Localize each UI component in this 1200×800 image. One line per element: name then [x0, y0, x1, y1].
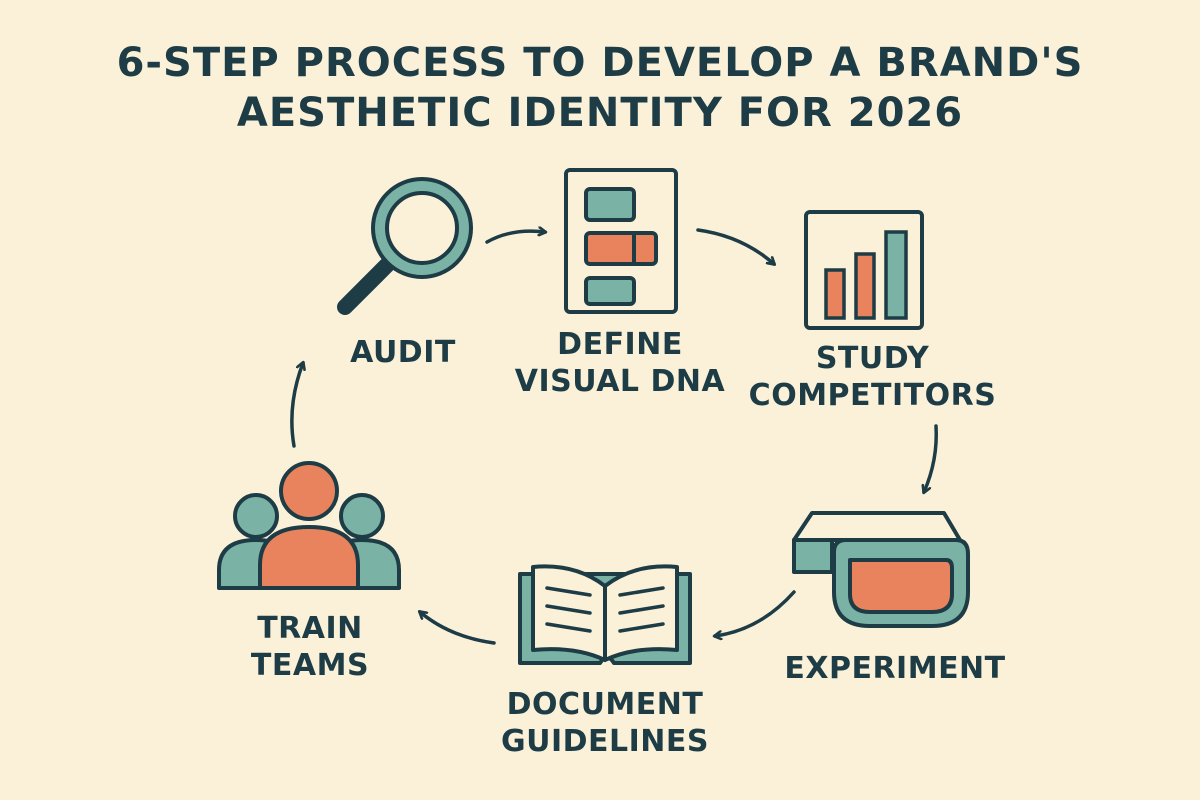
arrow-train-to-audit: [290, 363, 303, 448]
open-book-icon: [518, 564, 692, 665]
page-title: 6-STEP PROCESS TO DEVELOP A BRAND'S AEST…: [0, 38, 1200, 138]
step-label-line: STUDY: [815, 341, 930, 376]
step-label-line: GUIDELINES: [500, 724, 710, 759]
step-label-line: EXPERIMENT: [784, 651, 1006, 686]
arrow-document-to-train: [420, 612, 496, 645]
arrow-audit-to-define: [485, 231, 545, 244]
arrow-define-to-study: [696, 228, 774, 264]
step-label-line: COMPETITORS: [748, 378, 997, 413]
step-label-experiment: EXPERIMENT: [780, 650, 1010, 687]
step-label-document-guidelines: DOCUMENT GUIDELINES: [480, 686, 730, 760]
title-line-1: 6-STEP PROCESS TO DEVELOP A BRAND'S: [116, 40, 1084, 86]
step-label-line: TEAMS: [250, 648, 370, 683]
step-label-line: DOCUMENT: [506, 687, 704, 722]
step-label-line: DEFINE: [557, 327, 683, 362]
magnifying-glass-icon: [337, 177, 473, 315]
vr-headset-icon: [792, 511, 970, 628]
arrow-study-to-experiment: [924, 424, 938, 492]
step-label-define-visual-dna: DEFINE VISUAL DNA: [500, 326, 740, 400]
document-blocks-icon: [564, 168, 678, 314]
arrow-experiment-to-document: [715, 590, 796, 636]
step-label-line: TRAIN: [257, 611, 363, 646]
bar-chart-icon: [804, 210, 924, 330]
title-line-2: AESTHETIC IDENTITY FOR 2026: [236, 90, 964, 136]
step-label-line: AUDIT: [350, 335, 456, 370]
step-label-audit: AUDIT: [313, 334, 493, 371]
people-group-icon: [217, 461, 401, 590]
step-label-train-teams: TRAIN TEAMS: [230, 610, 390, 684]
step-label-line: VISUAL DNA: [514, 364, 726, 399]
step-label-study-competitors: STUDY COMPETITORS: [740, 340, 1005, 414]
